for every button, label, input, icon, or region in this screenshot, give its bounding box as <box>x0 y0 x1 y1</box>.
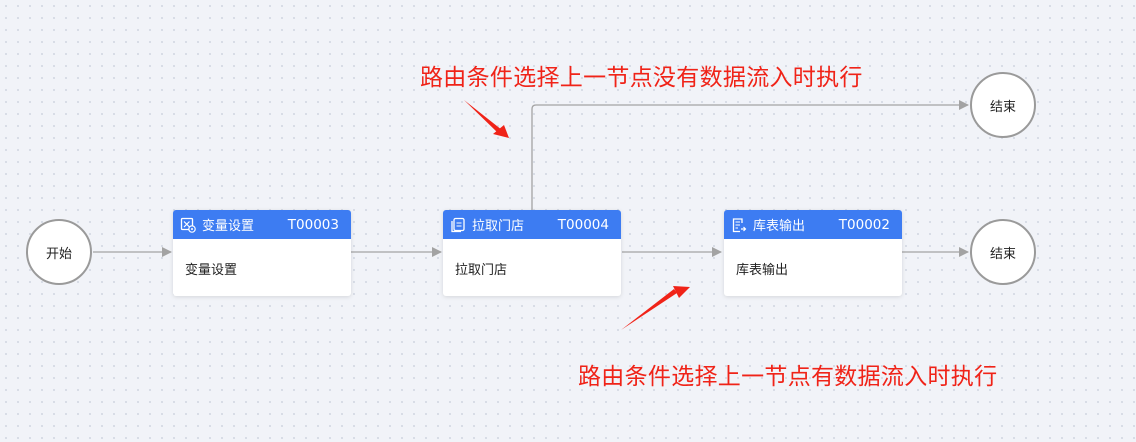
task-header-inventory-output: 库表输出 T00002 <box>724 210 902 239</box>
edge-pull-store-to-end-top[interactable] <box>531 100 969 210</box>
task-node-inventory-output[interactable]: 库表输出 T00002 库表输出 <box>724 210 902 296</box>
task-title-inventory-output: 库表输出 <box>753 219 806 234</box>
task-header-var-setting: 变量设置 T00003 <box>173 210 351 239</box>
task-node-var-setting[interactable]: 变量设置 T00003 变量设置 <box>173 210 351 296</box>
annotation-no-data-route: 路由条件选择上一节点没有数据流入时执行 <box>420 65 863 91</box>
end-node-top[interactable]: 结束 <box>970 72 1036 138</box>
task-node-pull-store[interactable]: 拉取门店 T00004 拉取门店 <box>443 210 621 296</box>
task-body-inventory-output: 库表输出 <box>736 263 789 278</box>
end-node-top-label: 结束 <box>989 99 1016 115</box>
task-code-inventory-output: T00002 <box>838 216 890 233</box>
annotation-arrow-bottom <box>621 286 690 330</box>
task-header-pull-store: 拉取门店 T00004 <box>443 210 621 239</box>
end-node-right-label: 结束 <box>989 246 1016 262</box>
task-code-pull-store: T00004 <box>557 216 609 233</box>
table-output-icon <box>732 217 747 232</box>
start-node-label: 开始 <box>45 246 72 262</box>
task-title-var-setting: 变量设置 <box>202 219 255 234</box>
start-node[interactable]: 开始 <box>26 219 92 285</box>
end-node-right[interactable]: 结束 <box>970 219 1036 285</box>
task-code-var-setting: T00003 <box>287 216 339 233</box>
annotation-has-data-route: 路由条件选择上一节点有数据流入时执行 <box>578 364 998 390</box>
task-body-var-setting: 变量设置 <box>185 263 238 278</box>
variable-setting-icon <box>180 217 196 233</box>
task-title-pull-store: 拉取门店 <box>472 219 525 234</box>
task-body-pull-store: 拉取门店 <box>455 263 508 278</box>
annotation-arrow-top <box>464 100 509 138</box>
document-copy-icon <box>451 217 465 232</box>
